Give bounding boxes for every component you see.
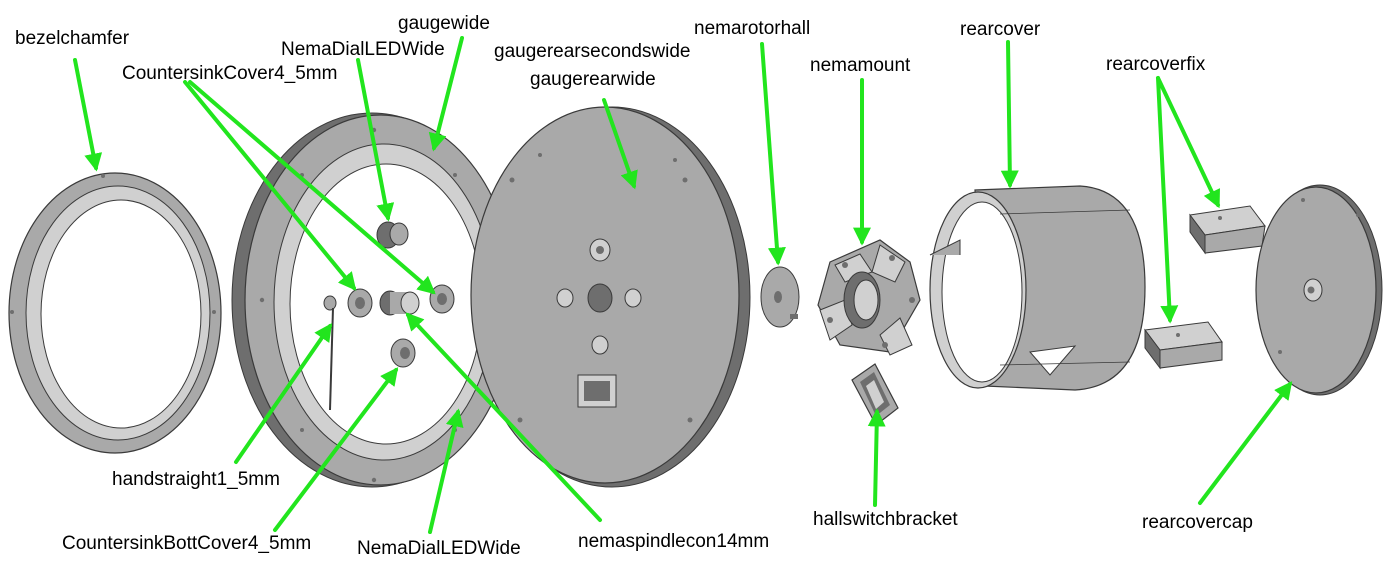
arrow-rearcoverfix-top <box>1156 76 1220 209</box>
arrow-countersinkcover-left <box>183 80 357 291</box>
label-nemarotorhall: nemarotorhall <box>694 18 811 39</box>
nema-mount-part <box>817 239 921 356</box>
arrow-countersinkcover-right <box>188 80 436 295</box>
countersink-bott-cover-part <box>390 338 416 368</box>
rear-cover-part <box>929 185 1146 391</box>
label-rearcover: rearcover <box>960 19 1041 40</box>
nema-dial-led-top-part <box>376 221 409 249</box>
gauge-rear-plate <box>470 106 751 488</box>
arrow-rearcoverfix-bottom <box>1156 76 1179 324</box>
label-rearcovercap: rearcovercap <box>1142 512 1253 533</box>
rear-cover-fix-top-part <box>1189 205 1266 255</box>
countersink-cover-right-part <box>429 284 455 314</box>
label-nemaspindlecon: nemaspindlecon14mm <box>578 531 770 552</box>
label-countersinkcover: CountersinkCover4_5mm <box>122 63 338 84</box>
label-nemadialledwide-bottom: NemaDialLEDWide <box>357 538 521 559</box>
countersink-cover-left-part <box>347 288 373 318</box>
label-rearcoverfix: rearcoverfix <box>1106 54 1206 75</box>
bezel-chamfer-ring <box>8 172 222 454</box>
arrow-rearcover <box>1000 40 1019 189</box>
arrow-nemaspindlecon <box>405 312 602 522</box>
nema-rotor-hall-part <box>760 266 800 328</box>
rear-cover-fix-bottom-part <box>1144 321 1223 370</box>
label-nemamount: nemamount <box>810 55 911 76</box>
arrow-nemarotorhall <box>760 42 786 266</box>
label-hallswitchbracket: hallswitchbracket <box>813 509 958 530</box>
arrow-nemadialled-bottom <box>428 408 464 534</box>
arrow-gaugewide <box>428 36 464 152</box>
nema-spindle-connector-part <box>379 290 420 316</box>
leader-arrows <box>73 36 1293 534</box>
arrow-nemadialled-top <box>356 58 395 222</box>
label-gaugerearwide: gaugerearwide <box>530 69 656 90</box>
arrow-handstraight <box>234 323 333 464</box>
arrow-countersinkbottcover <box>273 367 399 532</box>
rear-cover-cap-part <box>1255 184 1383 396</box>
arrow-hallswitchbracket <box>867 408 886 507</box>
label-gaugewide: gaugewide <box>398 13 490 34</box>
arrow-bezelchamfer <box>73 58 103 172</box>
hand-straight-part <box>323 295 337 411</box>
label-nemadialledwide-top: NemaDialLEDWide <box>281 39 445 60</box>
arrow-rearcovercap <box>1198 381 1293 505</box>
arrow-gaugerearwide <box>602 98 638 190</box>
label-handstraight: handstraight1_5mm <box>112 469 280 490</box>
label-bezelchamfer: bezelchamfer <box>15 28 130 49</box>
label-gaugerearsecondswide: gaugerearsecondswide <box>494 41 691 62</box>
label-countersinkbottcover: CountersinkBottCover4_5mm <box>62 533 312 554</box>
